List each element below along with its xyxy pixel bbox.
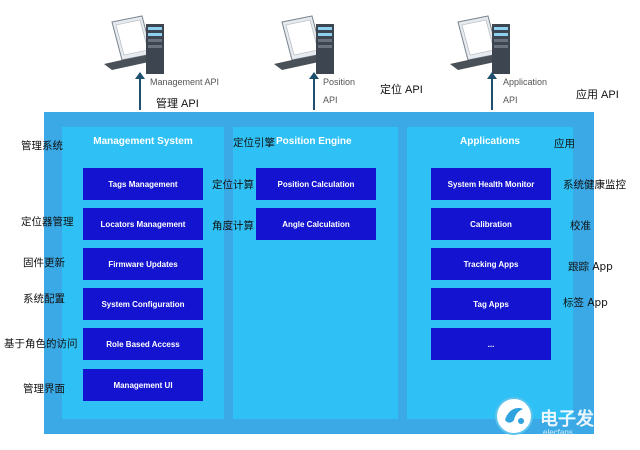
system-health-monitor-cn-label: 系统健康监控: [563, 179, 626, 191]
tag-apps-cn-label: 标签 App: [563, 297, 608, 309]
role-based-access-cn-label: 基于角色的访问: [4, 338, 78, 350]
arrow-up-icon: [135, 72, 145, 110]
firmware-updates-cn-label: 固件更新: [23, 257, 65, 269]
system-configuration-cn-label: 系统配置: [23, 293, 65, 305]
watermark-text: 电子发: [540, 409, 594, 430]
position-api-label: Position: [323, 77, 356, 87]
position-engine-cn-label: 定位引擎: [233, 137, 275, 149]
application-api-cn-label: 应用 API: [576, 89, 619, 101]
tags-management-box: Tags Management: [83, 168, 203, 200]
position-api-cn-label: 定位 API: [380, 84, 423, 96]
applications-title: Applications: [459, 136, 520, 147]
arrow-up-icon: [309, 72, 319, 110]
arrow-up-icon: [487, 72, 497, 110]
management-system-title: Management System: [93, 136, 193, 147]
management-ui-box: Management UI: [83, 369, 203, 401]
firmware-updates-box: Firmware Updates: [83, 248, 203, 280]
tracking-apps-cn-label: 跟踪 App: [568, 261, 613, 273]
position-calculation-cn-label: 定位计算: [212, 179, 254, 191]
angle-calculation-cn-label: 角度计算: [212, 220, 254, 232]
position-engine-title: Position Engine: [276, 136, 352, 147]
more-apps-box: ...: [431, 328, 551, 360]
watermark-logo-icon: [495, 397, 533, 435]
calibration-cn-label: 校准: [570, 220, 591, 232]
applications-cn-label: 应用: [554, 138, 575, 150]
locators-management-box: Locators Management: [83, 208, 203, 240]
management-api-label: Management API: [150, 77, 220, 87]
system-configuration-box: System Configuration: [83, 288, 203, 320]
role-based-access-box: Role Based Access: [83, 328, 203, 360]
tag-apps-box: Tag Apps: [431, 288, 551, 320]
position-api-label-2: API: [323, 95, 338, 105]
computer-server-icon: [104, 15, 164, 74]
system-health-monitor-box: System Health Monitor: [431, 168, 551, 200]
tracking-apps-box: Tracking Apps: [431, 248, 551, 280]
calibration-box: Calibration: [431, 208, 551, 240]
computer-server-icon: [274, 15, 334, 74]
position-calculation-box: Position Calculation: [256, 168, 376, 200]
computer-server-icon: [450, 15, 510, 74]
application-api-label: Application: [503, 77, 548, 87]
angle-calculation-box: Angle Calculation: [256, 208, 376, 240]
locators-management-cn-label: 定位器管理: [21, 216, 74, 228]
application-api-label-2: API: [503, 95, 518, 105]
management-ui-cn-label: 管理界面: [23, 383, 65, 395]
watermark-subtext: elecfans: [543, 428, 573, 437]
management-system-cn-label: 管理系统: [21, 140, 63, 152]
management-api-cn-label: 管理 API: [156, 98, 199, 110]
